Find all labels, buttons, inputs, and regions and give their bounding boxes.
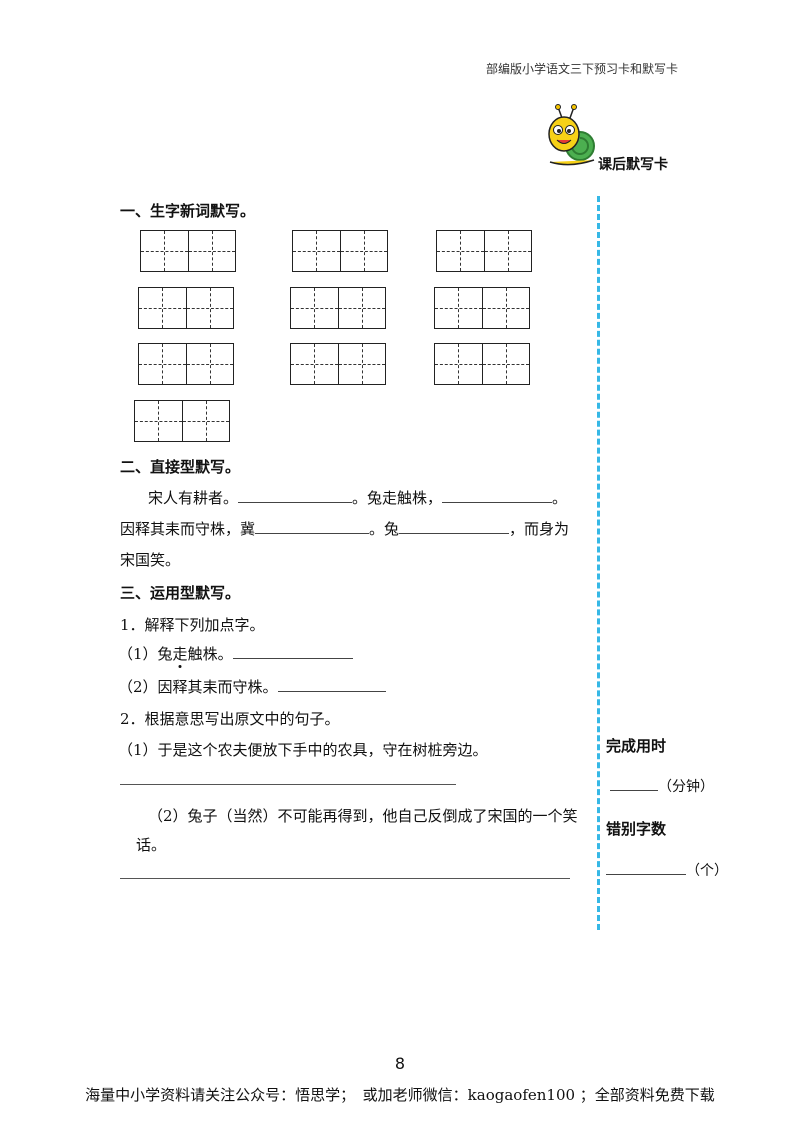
error-unit: （个） [686,863,728,879]
section3-heading: 三、运用型默写。 [120,584,241,602]
tian-grid-box[interactable] [434,343,530,385]
answer-blank[interactable] [442,488,553,503]
answer-line[interactable] [120,784,456,785]
question1-item2: （2）因释其耒而守株。 [118,676,386,697]
time-unit: （分钟） [658,779,714,795]
question2-item2-line1: （2）兔子（当然）不可能再得到，他自己反倒成了宋国的一个笑 [148,807,578,825]
tian-grid-box[interactable] [292,230,388,272]
error-blank[interactable] [606,860,686,875]
question1-item1: （1）兔走触株。 [118,643,353,664]
tian-grid-box[interactable] [138,343,234,385]
section2-heading: 二、直接型默写。 [120,458,241,476]
tian-grid-box[interactable] [138,287,234,329]
question1-title: 1．解释下列加点字。 [120,616,265,634]
question2-title: 2．根据意思写出原文中的句子。 [120,710,340,728]
tian-grid-box[interactable] [140,230,236,272]
tian-grid-box[interactable] [434,287,530,329]
tian-grid-box[interactable] [436,230,532,272]
question2-item1: （1）于是这个农夫便放下手中的农具，守在树桩旁边。 [118,741,488,759]
snail-mascot-icon [544,104,596,170]
answer-blank[interactable] [238,488,353,503]
recitation-text: 因释其耒而守株，冀 [120,520,256,538]
item-suffix: 触株。 [187,645,233,663]
completion-time-label: 完成用时 [606,737,667,755]
recitation-line-2: 因释其耒而守株，冀 。兔 ，而身为 [120,518,569,539]
recitation-text: 宋人有耕者。 [148,489,239,507]
card-title: 课后默写卡 [598,157,668,173]
item-prefix: （1）兔 [118,645,173,663]
answer-blank[interactable] [277,677,386,692]
tian-grid-box[interactable] [134,400,230,442]
answer-blank[interactable] [399,519,510,534]
footer-note: 海量中小学资料请关注公众号：悟思学； 或加老师微信：kaogaofen100 ；… [85,1086,715,1104]
recitation-text: 。兔 [369,520,400,538]
document-header-title: 部编版小学语文三下预习卡和默写卡 [486,62,679,76]
recitation-text: 。兔走触株， [352,489,443,507]
error-count-label: 错别字数 [606,820,667,838]
recitation-line-3: 宋国笑。 [120,551,181,569]
completion-time-field: （分钟） [610,776,714,796]
section1-heading: 一、生字新词默写。 [120,202,256,220]
answer-blank[interactable] [232,644,353,659]
recitation-line-1: 宋人有耕者。 。兔走触株， 。 [148,487,567,508]
tian-grid-box[interactable] [290,343,386,385]
answer-line[interactable] [120,878,570,879]
page-number: 8 [394,1054,406,1073]
dotted-character: 走 [172,645,188,663]
time-blank[interactable] [610,776,658,791]
question2-item2-line2: 话。 [136,836,167,854]
tian-grid-box[interactable] [290,287,386,329]
item-text: （2）因释其耒而守株。 [118,678,278,696]
recitation-text: 。 [552,489,568,507]
error-count-field: （个） [606,860,728,880]
dashed-divider [597,196,600,930]
recitation-text: ，而身为 [509,520,570,538]
answer-blank[interactable] [255,519,370,534]
